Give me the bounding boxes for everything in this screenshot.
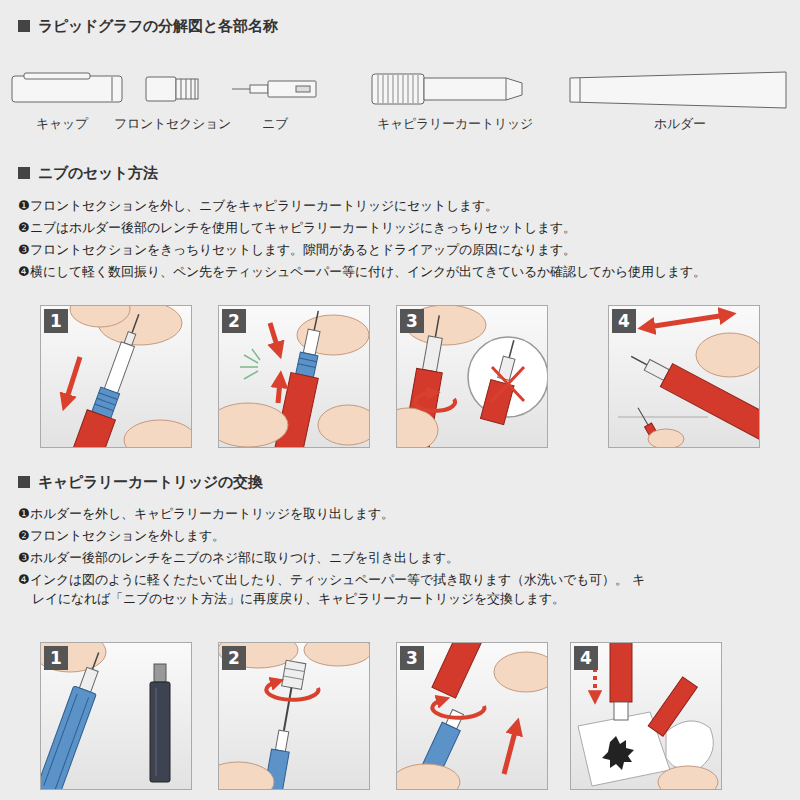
instruction-step: ❶ホルダーを外し、キャピラリーカートリッジを取り出します。	[18, 506, 394, 523]
part-name: フロントセクション	[114, 116, 231, 133]
step-illustration	[218, 642, 370, 790]
part-name: キャップ	[36, 116, 88, 133]
step-number: 3	[406, 313, 418, 330]
step-illustration	[218, 305, 370, 448]
step-number-badge: 2	[222, 646, 246, 670]
instruction-step: ❷フロントセクションを外します。	[18, 528, 225, 545]
section-heading: ニブのセット方法	[38, 164, 158, 182]
step-illustration	[570, 642, 722, 790]
instruction-step: ❹横にして軽く数回振り、ペン先をティッシュペーパー等に付け、インクが出てきている…	[18, 264, 706, 281]
instruction-step: ❶フロントセクションを外し、ニブをキャピラリーカートリッジにセットします。	[18, 198, 498, 215]
step-illustration	[608, 305, 760, 448]
heading-square	[18, 20, 30, 32]
part-name: ニブ	[262, 116, 288, 133]
step-number-badge: 1	[44, 646, 68, 670]
step-illustration	[40, 642, 192, 790]
step-number-badge: 1	[44, 309, 68, 333]
instruction-step: ❷ニブはホルダー後部のレンチを使用してキャピラリーカートリッジにきっちりセットし…	[18, 220, 576, 237]
instruction-step: ❹インクは図のように軽くたたいて出したり、ティッシュペーパー等で拭き取ります（水…	[18, 571, 656, 609]
section-heading: ラピッドグラフの分解図と各部名称	[38, 17, 278, 35]
step-number: 1	[50, 650, 62, 667]
step-number: 2	[228, 313, 240, 330]
step-illustration	[40, 305, 192, 448]
step-number-badge: 4	[574, 646, 598, 670]
heading-square	[18, 476, 30, 488]
instruction-step: ❸ホルダー後部のレンチをニブのネジ部に取りつけ、ニブを引き出します。	[18, 550, 459, 567]
step-number: 1	[50, 313, 62, 330]
exploded-view	[12, 72, 786, 108]
step-illustration	[396, 305, 548, 448]
step-number: 3	[406, 650, 418, 667]
step-number-badge: 3	[400, 646, 424, 670]
step-number-badge: 2	[222, 309, 246, 333]
heading-square	[18, 167, 30, 179]
part-name: キャピラリーカートリッジ	[377, 116, 533, 133]
step-number-badge: 3	[400, 309, 424, 333]
step-number: 2	[228, 650, 240, 667]
instruction-step: ❸フロントセクションをきっちりセットします。隙間があるとドライアップの原因になり…	[18, 242, 576, 259]
step-number-badge: 4	[612, 309, 636, 333]
part-name: ホルダー	[654, 116, 706, 133]
step-number: 4	[580, 650, 592, 667]
step-number: 4	[618, 313, 630, 330]
step-illustration	[396, 642, 548, 790]
section-heading: キャピラリーカートリッジの交換	[38, 473, 263, 491]
